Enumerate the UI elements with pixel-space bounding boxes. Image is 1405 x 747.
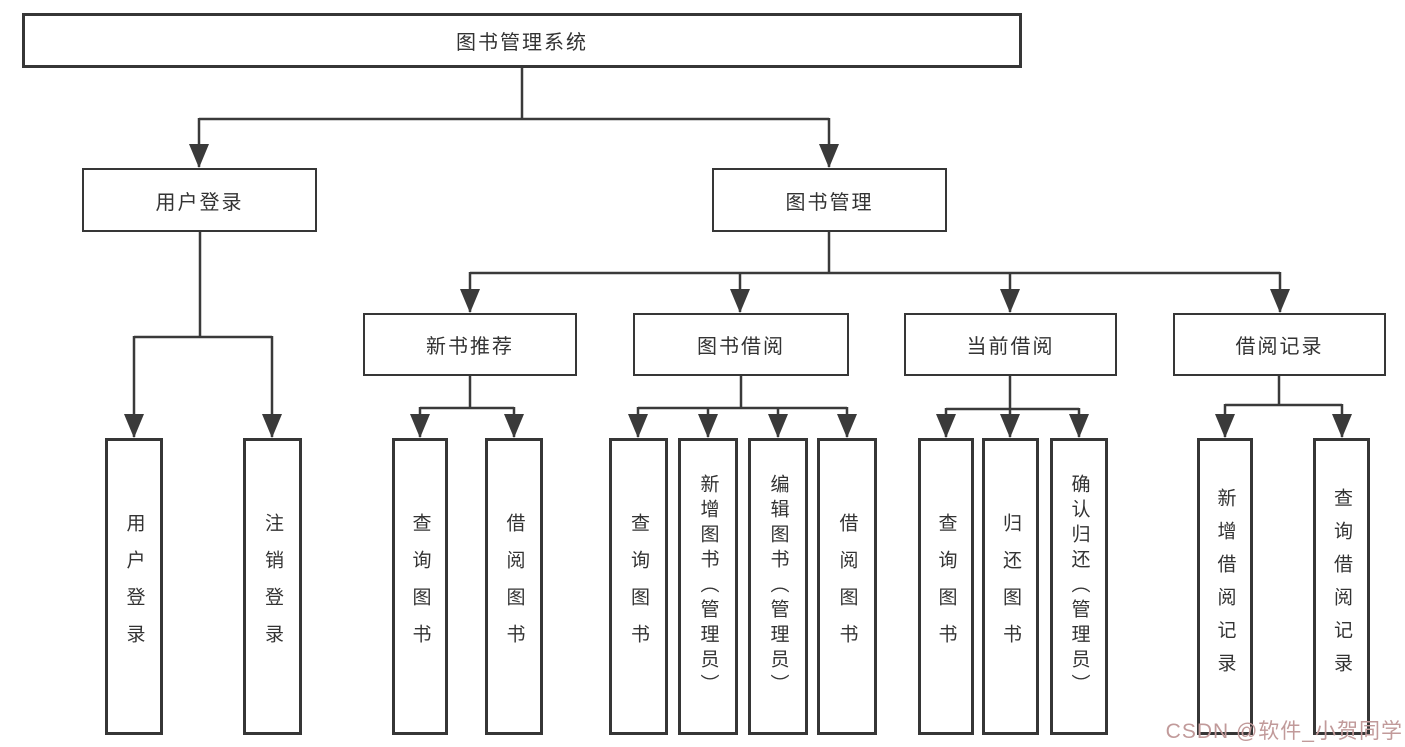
node-book-borrow: 图书借阅 [633,313,849,376]
leaf-user-login-label: 用户登录 [123,512,145,661]
leaf-borrow-books-1: 借阅图书 [485,438,543,735]
leaf-query-borrow-record-label: 查询借阅记录 [1331,487,1352,686]
leaf-confirm-return-admin-label: 确认归还（管理员） [1068,474,1090,699]
node-book-borrow-label: 图书借阅 [697,336,785,358]
leaf-return-books: 归还图书 [982,438,1039,735]
leaf-edit-books-admin-label: 编辑图书（管理员） [767,474,789,699]
leaf-logout: 注销登录 [243,438,302,735]
connectors [124,68,1352,438]
leaf-add-books-admin-label: 新增图书（管理员） [697,474,719,699]
node-user-login: 用户登录 [82,168,317,232]
leaf-borrow-books-2-label: 借阅图书 [836,512,858,661]
leaf-query-books-3-label: 查询图书 [935,512,957,661]
leaf-add-borrow-record-label: 新增借阅记录 [1214,487,1236,686]
node-root-label: 图书管理系统 [456,32,588,54]
leaf-borrow-books-2: 借阅图书 [817,438,877,735]
node-borrow-records: 借阅记录 [1173,313,1386,376]
leaf-borrow-books-1-label: 借阅图书 [503,512,525,661]
leaf-return-books-label: 归还图书 [1000,512,1021,661]
leaf-logout-label: 注销登录 [262,512,283,661]
csdn-watermark: CSDN @软件_小贺同学 [1165,720,1403,743]
leaf-confirm-return-admin: 确认归还（管理员） [1050,438,1108,735]
leaf-user-login: 用户登录 [105,438,163,735]
node-new-book-recommend: 新书推荐 [363,313,577,376]
node-root: 图书管理系统 [22,13,1022,68]
node-book-management: 图书管理 [712,168,947,232]
leaf-add-borrow-record: 新增借阅记录 [1197,438,1253,735]
leaf-query-books-3: 查询图书 [918,438,974,735]
leaf-add-books-admin: 新增图书（管理员） [678,438,738,735]
leaf-query-borrow-record: 查询借阅记录 [1313,438,1370,735]
node-user-login-label: 用户登录 [155,191,244,214]
leaf-query-books-1-label: 查询图书 [409,512,431,661]
node-borrow-records-label: 借阅记录 [1235,336,1324,358]
leaf-query-books-2-label: 查询图书 [628,512,649,661]
leaf-query-books-1: 查询图书 [392,438,448,735]
node-current-borrow: 当前借阅 [904,313,1117,376]
node-book-management-label: 图书管理 [785,191,874,214]
node-new-book-recommend-label: 新书推荐 [426,336,514,358]
node-current-borrow-label: 当前借阅 [966,336,1055,358]
leaf-edit-books-admin: 编辑图书（管理员） [748,438,808,735]
leaf-query-books-2: 查询图书 [609,438,668,735]
